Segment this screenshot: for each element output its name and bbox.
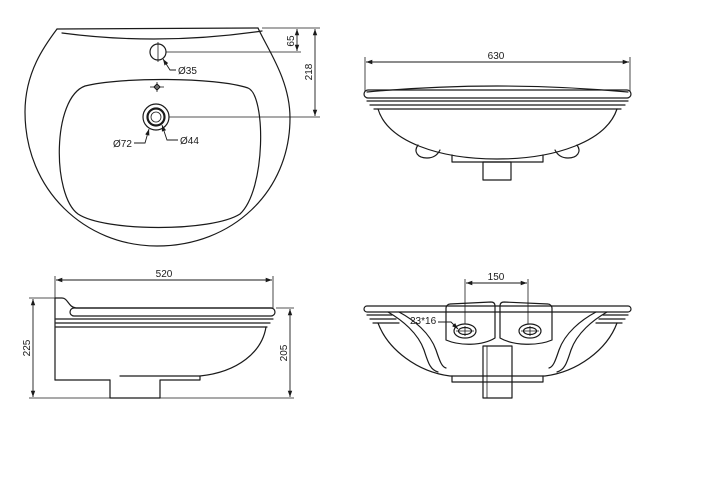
dimension-depth-value: 520 bbox=[156, 269, 173, 280]
drain-inner-leader bbox=[161, 124, 178, 141]
basin-back-edge bbox=[56, 27, 259, 30]
bolt-slot-leader bbox=[438, 321, 459, 330]
basin-backsplash-curve bbox=[61, 30, 263, 40]
basin-outer-outline bbox=[24, 27, 291, 247]
left-wing-steps bbox=[366, 314, 400, 324]
bottom-view: 150 23*16 bbox=[363, 272, 632, 399]
right-mounting-panel bbox=[499, 301, 553, 345]
left-rib-inner bbox=[398, 311, 447, 369]
rim-top-surface bbox=[366, 85, 629, 93]
side-rim-band bbox=[69, 307, 276, 317]
pedestal-column bbox=[482, 161, 512, 181]
right-foot bbox=[554, 144, 580, 159]
left-mounting-panel bbox=[445, 301, 496, 345]
left-bolt-slot bbox=[453, 323, 477, 339]
underside-rim bbox=[363, 305, 632, 313]
left-rib-outer bbox=[387, 311, 439, 373]
dimension-tap-offset-value: 65 bbox=[286, 35, 297, 47]
tap-hole-leader bbox=[162, 58, 176, 71]
left-foot bbox=[415, 144, 441, 159]
right-rib-inner bbox=[548, 311, 597, 369]
underside-pedestal-base bbox=[451, 375, 544, 383]
drain-outer-leader bbox=[134, 128, 150, 144]
dimension-drain-offset-value: 218 bbox=[304, 63, 315, 80]
dimension-height-back-value: 225 bbox=[22, 339, 33, 356]
right-bolt-slot bbox=[518, 323, 542, 339]
drain-inner-ring bbox=[150, 111, 162, 123]
bowl-profile bbox=[377, 108, 618, 160]
bolt-slot-size-label: 23*16 bbox=[410, 316, 437, 327]
right-wing-steps bbox=[595, 314, 629, 324]
rim-band bbox=[363, 89, 632, 99]
top-view: Ø35 Ø72 Ø44 65 218 bbox=[24, 27, 320, 247]
dimension-width-value: 630 bbox=[488, 51, 505, 62]
underside-body-outline bbox=[377, 322, 618, 377]
side-view: 520 225 205 bbox=[22, 269, 294, 399]
front-view: 630 bbox=[363, 51, 632, 181]
side-bowl-profile bbox=[119, 326, 267, 377]
drain-outer-diameter-label: Ø72 bbox=[113, 139, 132, 150]
side-pedestal bbox=[109, 375, 201, 399]
tap-hole-diameter-label: Ø35 bbox=[178, 66, 197, 77]
overflow-mark bbox=[150, 82, 164, 92]
basin-inner-bowl bbox=[58, 78, 262, 229]
drain-middle-ring bbox=[146, 107, 166, 127]
right-rib-outer bbox=[556, 311, 608, 373]
dimension-height-front-value: 205 bbox=[279, 344, 290, 361]
drain-inner-diameter-label: Ø44 bbox=[180, 136, 199, 147]
underside-pedestal-column bbox=[482, 345, 513, 399]
dimension-bolt-spacing-value: 150 bbox=[488, 272, 505, 283]
